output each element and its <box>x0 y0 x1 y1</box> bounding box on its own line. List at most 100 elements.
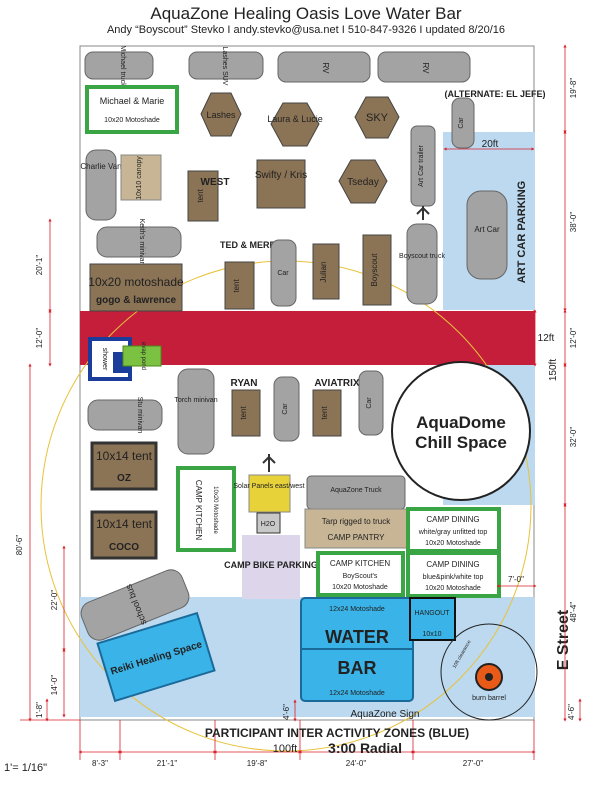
boyscout-label: Boyscout <box>370 253 379 287</box>
keiths-minivan-label: Keith's minivan <box>138 219 145 266</box>
dim-38-0: 38'-0" <box>569 212 578 233</box>
camp-kitchen-left: CAMP KITCHEN 10x20 Motoshade <box>176 466 236 552</box>
torch-minivan-label: Torch minivan <box>174 397 217 404</box>
rv-2-label: RV <box>421 63 430 75</box>
west-label: WEST <box>201 177 230 188</box>
camp-dining-1: CAMP DINING white/gray unfitted top 10x2… <box>406 507 501 553</box>
gogo-lawrence-label: gogo & lawrence <box>96 295 176 306</box>
west-tent-label: tent <box>196 189 205 203</box>
alternate-label: (ALTERNATE: EL JEFE) <box>445 89 546 99</box>
aviatrix-tent: tent <box>312 389 342 437</box>
aviatrix-label: AVIATRIX <box>314 378 360 389</box>
aquadome-label: AquaDome <box>416 413 506 432</box>
radial-label: 3:00 Radial <box>328 740 402 756</box>
boyscout-truck: Boyscout truck <box>399 223 445 305</box>
camp-dining-1-sub2: 10x20 Motoshade <box>425 540 481 547</box>
dim-12-0-right: 12'-0" <box>569 328 578 349</box>
aquadome: AquaDome Chill Space <box>391 361 531 501</box>
motoshade-big-label: 10x20 motoshade <box>88 275 184 289</box>
water-bar-shade-bottom: 12x24 Motoshade <box>329 690 385 697</box>
michael-marie-shade: Michael & Marie 10x20 Motoshade <box>85 85 179 134</box>
laura-lucie-hex: Laura & Lucie <box>267 102 323 147</box>
gogo-lawrence-shade: 10x20 motoshade gogo & lawrence <box>88 263 184 312</box>
camp-bike-parking: CAMP BIKE PARKING <box>224 535 318 599</box>
camp-bike-parking-label: CAMP BIKE PARKING <box>224 560 318 570</box>
rv-1: RV <box>277 51 371 83</box>
oz-name-label: OZ <box>117 473 131 484</box>
ted-merril-label: TED & MERRIL <box>220 240 285 250</box>
tseday-hex: Tseday <box>338 159 388 204</box>
tarp-label: Tarp rigged to truck <box>322 517 391 526</box>
dim-24-0: 24'-0" <box>346 759 367 768</box>
camp-dining-2-sub1: blue&pink/white top <box>423 574 484 581</box>
evap-pond-label: evap pond <box>140 342 146 370</box>
car-ted: Car <box>270 239 297 307</box>
tseday-label: Tseday <box>347 177 379 188</box>
camp-kitchen-right-sub2: 10x20 Motoshade <box>332 584 388 591</box>
oz-tent: 10x14 tent OZ <box>90 441 158 491</box>
west-tent: tent <box>187 170 219 222</box>
dim-20-1: 20'-1" <box>35 255 44 276</box>
participant-zones-label: PARTICIPANT INTER ACTIVITY ZONES (BLUE) <box>205 726 469 740</box>
laura-lucie-label: Laura & Lucie <box>267 114 323 124</box>
lashes-suv-label: Lashes SUV <box>221 47 228 86</box>
camp-pantry: Tarp rigged to truck CAMP PANTRY <box>304 508 408 549</box>
stu-minivan: Stu minivan <box>87 397 163 433</box>
hangout-label: HANGOUT <box>415 610 451 617</box>
michael-truck: Michael truck <box>84 45 154 87</box>
art-car-parking-label: ART CAR PARKING <box>516 181 528 283</box>
water-bar-shade-top: 12x24 Motoshade <box>329 606 385 613</box>
dim-150ft: 150ft <box>548 359 559 381</box>
art-car-trailer: Art Car trailer <box>410 125 436 220</box>
art-car-label: Art Car <box>474 225 500 234</box>
camp-kitchen-left-shade-label: 10x20 Motoshade <box>212 486 218 534</box>
camp-kitchen-right-sub1: BoyScout's <box>343 573 378 580</box>
car-ryan: Car <box>273 376 300 442</box>
julian-label: Julian <box>319 262 328 283</box>
oz-size-label: 10x14 tent <box>96 449 153 463</box>
dim-48-4: 48'-4" <box>569 602 578 623</box>
evap-pond: evap pond <box>122 342 162 370</box>
dim-20ft: 20ft <box>482 139 499 150</box>
camp-kitchen-right-label: CAMP KITCHEN <box>330 559 391 568</box>
keiths-minivan: Keith's minivan <box>96 219 182 266</box>
scale-note: 1'= 1/16" <box>4 762 48 774</box>
camp-dining-1-label: CAMP DINING <box>426 515 479 524</box>
aquazone-sign-label: AquaZone Sign <box>351 709 420 720</box>
aviatrix-tent-label: tent <box>320 406 329 420</box>
h2o-label: H2O <box>261 521 276 528</box>
camp-pantry-label: CAMP PANTRY <box>328 533 386 542</box>
hangout-size-label: 10x10 <box>422 631 441 638</box>
dim-80-6: 80'-6" <box>15 535 24 556</box>
car-alternate: Car <box>451 97 475 149</box>
shower-label: shower <box>101 348 108 371</box>
dim-12ft: 12ft <box>538 333 555 344</box>
bar-label: BAR <box>338 658 377 678</box>
canopy: 10x10 canopy <box>120 154 162 201</box>
dim-32-0: 32'-0" <box>569 427 578 448</box>
page-subtitle: Andy “Boyscout” Stevko I andy.stevko@usa… <box>106 24 506 36</box>
car-aviatrix-label: Car <box>366 397 373 409</box>
car-ted-label: Car <box>277 270 289 277</box>
dim-4-6-right: 4'-6" <box>567 704 576 720</box>
camp-kitchen-left-label: CAMP KITCHEN <box>194 480 203 541</box>
ryan-label: RYAN <box>230 378 257 389</box>
julian-tent: Julian <box>312 243 340 300</box>
coco-name-label: COCO <box>109 542 139 553</box>
charlie-van: Charlie Van <box>80 149 122 221</box>
dim-8-3: 8'-3" <box>92 759 108 768</box>
h2o-tank: H2O <box>256 512 281 534</box>
chill-space-label: Chill Space <box>415 433 507 452</box>
dim-21-1: 21'-1" <box>157 759 178 768</box>
boyscout-tent: Boyscout <box>362 234 392 306</box>
solar-panels: Solar Panels east/west <box>233 454 305 513</box>
boyscout-truck-label: Boyscout truck <box>399 253 445 260</box>
solar-panels-label: Solar Panels east/west <box>233 483 304 490</box>
sky-hex: SKY <box>354 96 400 139</box>
aquazone-truck: AquaZone Truck <box>306 475 406 510</box>
burn-barrel-label: burn barrel <box>472 695 506 702</box>
michael-truck-label: Michael truck <box>119 45 126 87</box>
camp-kitchen-right: CAMP KITCHEN BoyScout's 10x20 Motoshade <box>316 551 405 597</box>
camp-dining-2-sub2: 10x20 Motoshade <box>425 585 481 592</box>
